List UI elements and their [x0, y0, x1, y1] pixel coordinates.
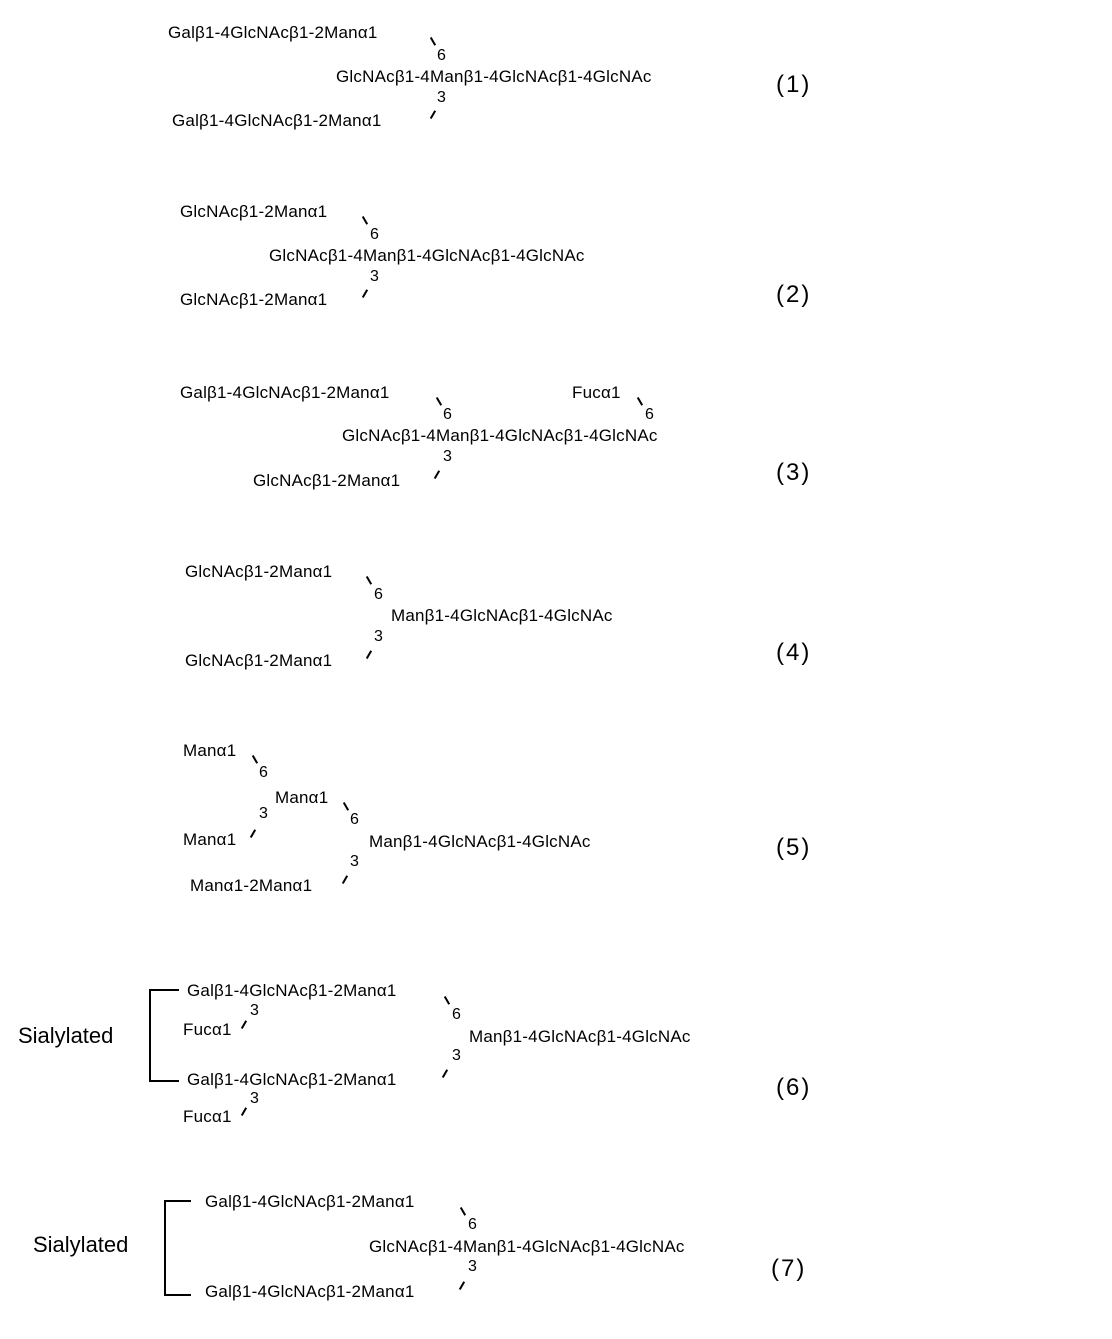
linkage-mark [240, 1020, 247, 1029]
sialylated-label: Sialylated [33, 1232, 129, 1257]
linkage-3: 3 [468, 1258, 477, 1275]
fucose-linkage-6: 6 [645, 406, 654, 423]
core-chain: Manβ1-4GlcNAcβ1-4GlcNAc [469, 1027, 691, 1046]
linkage-6: 6 [443, 406, 452, 423]
upper-branch: Galβ1-4GlcNAcβ1-2Manα1 [187, 981, 397, 1000]
linkage-6: 6 [437, 47, 446, 64]
sialylation-bracket [149, 989, 179, 1082]
linkage-mark [249, 829, 256, 838]
linkage-mark [433, 470, 440, 479]
lower-branch: Galβ1-4GlcNAcβ1-2Manα1 [187, 1070, 397, 1089]
top-mannose: Manα1 [183, 741, 237, 760]
linkage-mark [341, 875, 348, 884]
linkage-mark [365, 650, 372, 659]
linkage-mark [435, 397, 442, 406]
core-chain: GlcNAcβ1-4Manβ1-4GlcNAcβ1-4GlcNAc [336, 67, 652, 86]
linkage-3: 3 [350, 853, 359, 870]
structure-number: (7) [771, 1255, 807, 1282]
core-chain: Manβ1-4GlcNAcβ1-4GlcNAc [391, 606, 613, 625]
structure-number: (1) [776, 71, 812, 98]
middle-mannose: Manα1 [275, 788, 329, 807]
lower-fucose: Fucα1 [183, 1107, 232, 1126]
lower-fucose-linkage-3: 3 [250, 1090, 259, 1107]
linkage-mark [459, 1207, 466, 1216]
upper-branch: Galβ1-4GlcNAcβ1-2Manα1 [205, 1192, 415, 1211]
core-chain: Manβ1-4GlcNAcβ1-4GlcNAc [369, 832, 591, 851]
linkage-3: 3 [374, 628, 383, 645]
structure-number: (4) [776, 639, 812, 666]
upper-fucose-linkage-3: 3 [250, 1002, 259, 1019]
linkage-mark [441, 1069, 448, 1078]
structure-number: (6) [776, 1074, 812, 1101]
core-chain: GlcNAcβ1-4Manβ1-4GlcNAcβ1-4GlcNAc [269, 246, 585, 265]
linkage-mark [240, 1107, 247, 1116]
linkage-mark [429, 37, 436, 46]
structure-number: (3) [776, 459, 812, 486]
upper-fucose: Fucα1 [183, 1020, 232, 1039]
upper-branch: Galβ1-4GlcNAcβ1-2Manα1 [168, 23, 378, 42]
sialylation-bracket [164, 1200, 191, 1296]
linkage-mark [458, 1281, 465, 1290]
upper-branch: Galβ1-4GlcNAcβ1-2Manα1 [180, 383, 390, 402]
linkage-6: 6 [259, 764, 268, 781]
linkage-mark [251, 755, 258, 764]
fucose: Fucα1 [572, 383, 621, 402]
linkage-3: 3 [437, 89, 446, 106]
upper-branch: GlcNAcβ1-2Manα1 [180, 202, 328, 221]
core-chain: GlcNAcβ1-4Manβ1-4GlcNAcβ1-4GlcNAc [369, 1237, 685, 1256]
linkage-3: 3 [443, 448, 452, 465]
lower-branch: GlcNAcβ1-2Manα1 [253, 471, 401, 490]
core-chain: GlcNAcβ1-4Manβ1-4GlcNAcβ1-4GlcNAc [342, 426, 658, 445]
linkage-6: 6 [350, 811, 359, 828]
left-mannose: Manα1 [183, 830, 237, 849]
linkage-mark [361, 289, 368, 298]
linkage-3: 3 [259, 805, 268, 822]
lower-branch: GlcNAcβ1-2Manα1 [180, 290, 328, 309]
linkage-mark [429, 110, 436, 119]
linkage-3: 3 [370, 268, 379, 285]
sialylated-label: Sialylated [18, 1023, 114, 1048]
linkage-mark [365, 576, 372, 585]
upper-branch: GlcNAcβ1-2Manα1 [185, 562, 333, 581]
linkage-mark [342, 802, 349, 811]
structure-number: (2) [776, 281, 812, 308]
structure-number: (5) [776, 834, 812, 861]
linkage-6: 6 [468, 1216, 477, 1233]
lower-branch: Galβ1-4GlcNAcβ1-2Manα1 [205, 1282, 415, 1301]
linkage-mark [361, 216, 368, 225]
lower-branch: Galβ1-4GlcNAcβ1-2Manα1 [172, 111, 382, 130]
linkage-6: 6 [452, 1006, 461, 1023]
lower-branch: GlcNAcβ1-2Manα1 [185, 651, 333, 670]
linkage-6: 6 [374, 586, 383, 603]
linkage-6: 6 [370, 226, 379, 243]
linkage-mark [443, 996, 450, 1005]
linkage-3: 3 [452, 1047, 461, 1064]
lower-branch: Manα1-2Manα1 [190, 876, 313, 895]
linkage-mark [636, 397, 643, 406]
